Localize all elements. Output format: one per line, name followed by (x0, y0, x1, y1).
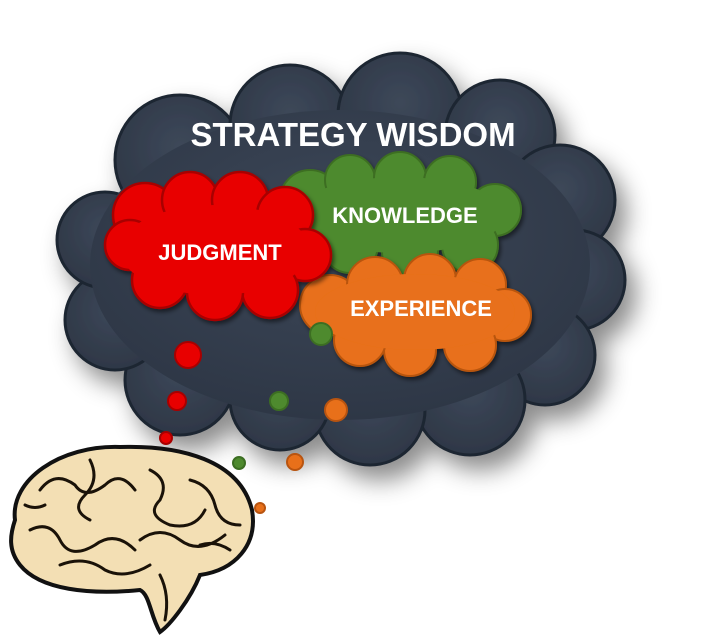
experience-cloud (299, 253, 532, 377)
diagram-title: STRATEGY WISDOM (190, 116, 516, 153)
knowledge-label: KNOWLEDGE (332, 203, 478, 228)
judgment-cloud (103, 170, 333, 322)
experience-label: EXPERIENCE (350, 296, 492, 321)
brain-illustration (9, 444, 255, 635)
thought-bubbles (159, 322, 348, 514)
judgment-label: JUDGMENT (158, 240, 282, 265)
